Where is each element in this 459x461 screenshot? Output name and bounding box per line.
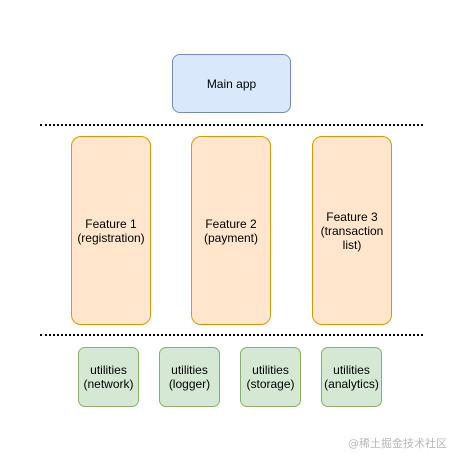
- utility-network-label: utilities (network): [83, 363, 134, 391]
- feature-3-label: Feature 3 (transaction list): [320, 209, 384, 252]
- dotted-divider-bottom: [40, 334, 423, 336]
- utility-analytics-node: utilities (analytics): [321, 347, 382, 407]
- feature-2-node: Feature 2 (payment): [191, 136, 271, 325]
- feature-1-label: Feature 1 (registration): [77, 216, 145, 245]
- feature-2-label: Feature 2 (payment): [203, 216, 259, 245]
- utility-logger-node: utilities (logger): [159, 347, 220, 407]
- dotted-divider-top: [40, 124, 423, 126]
- utility-network-node: utilities (network): [78, 347, 139, 407]
- utility-storage-node: utilities (storage): [240, 347, 301, 407]
- utility-analytics-label: utilities (analytics): [324, 363, 379, 391]
- main-app-label: Main app: [206, 76, 257, 91]
- main-app-node: Main app: [172, 54, 291, 113]
- utility-logger-label: utilities (logger): [168, 363, 211, 391]
- watermark-text: @稀土掘金技术社区: [348, 437, 447, 450]
- utility-storage-label: utilities (storage): [246, 363, 295, 391]
- feature-3-node: Feature 3 (transaction list): [312, 136, 392, 325]
- feature-1-node: Feature 1 (registration): [71, 136, 151, 325]
